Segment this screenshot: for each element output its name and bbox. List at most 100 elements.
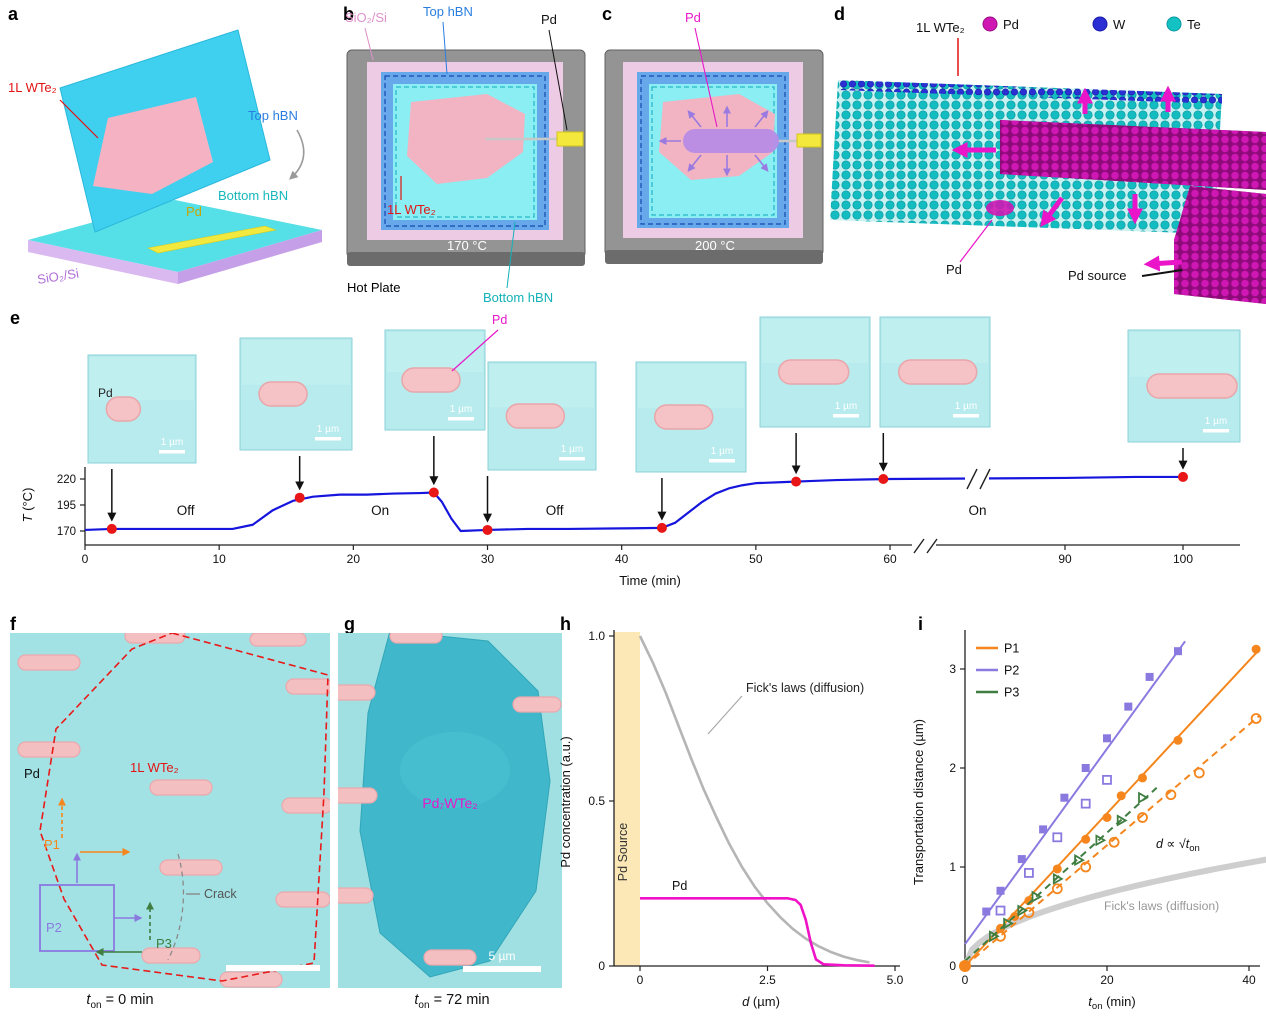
wte2-flake xyxy=(93,97,213,194)
scale-label: 1 µm xyxy=(711,446,733,457)
scale-bar xyxy=(448,417,474,421)
pd-label: Pd xyxy=(541,12,557,27)
pd-bar xyxy=(1146,373,1238,399)
sio2-label: SiO₂/Si xyxy=(345,10,387,25)
diffusion-guide-curve xyxy=(962,856,1266,969)
data-point xyxy=(1116,791,1126,801)
spreading-pd xyxy=(683,129,779,153)
inset-micrograph: 1 µm xyxy=(759,316,871,428)
data-point xyxy=(995,905,1006,916)
flake-outline xyxy=(39,633,329,982)
data-point xyxy=(989,930,1000,943)
wte2-leader-line xyxy=(59,99,99,139)
data-point xyxy=(1003,917,1014,930)
inset-micrograph: 1 µm xyxy=(635,361,747,473)
pd-bar xyxy=(897,359,978,385)
event-dot xyxy=(656,522,667,533)
pd-annotation: Pd xyxy=(672,879,687,893)
bottom-hbn-label: Bottom hBN xyxy=(483,290,553,305)
pd7wte2-label: Pd₇WTe₂ xyxy=(422,795,477,811)
data-point xyxy=(1024,896,1034,906)
temperature-curve xyxy=(84,475,1183,533)
event-dot xyxy=(106,523,117,534)
y-axis-title: Transportation distance (µm) xyxy=(911,719,926,885)
event-dot xyxy=(428,487,439,498)
scale-label: 1 µm xyxy=(955,401,977,412)
axis-break xyxy=(926,538,938,554)
micrograph-image: Pd₇WTe₂ 5 µm xyxy=(338,633,562,988)
pd-label: Pd xyxy=(98,386,113,400)
crack-line xyxy=(167,853,185,961)
panel-letter-g: g xyxy=(344,614,355,634)
w-sphere-icon xyxy=(1092,16,1108,32)
scale-bar xyxy=(559,457,585,461)
data-point xyxy=(995,930,1006,942)
pd-bar xyxy=(401,367,461,393)
panel-a-schematic: 1L WTe₂ Top hBN Pd Bottom hBN SiO₂/Si xyxy=(8,29,322,287)
w-atoms xyxy=(838,80,1222,104)
pd-source-label: Pd source xyxy=(1068,268,1127,283)
inset-micrograph: 1 µm xyxy=(487,361,597,471)
panel-letter-i: i xyxy=(918,614,924,634)
y-axis-title: T (°C) xyxy=(20,488,35,523)
data-point xyxy=(1116,814,1128,827)
x-tick-label: 30 xyxy=(481,552,495,566)
axis-break xyxy=(913,538,925,554)
x-tick-label: 50 xyxy=(749,552,763,566)
scale-bar xyxy=(833,414,859,418)
data-point xyxy=(1039,825,1048,834)
micrograph-image: Pd 1L WTe₂ P1 P2 P3 Crack xyxy=(10,633,330,988)
scale-bar xyxy=(709,459,735,463)
x-tick-label: 10 xyxy=(212,552,226,566)
panel-g-micrograph: Pd₇WTe₂ 5 µm xyxy=(338,633,562,988)
pd-electrodes xyxy=(17,633,330,988)
data-point xyxy=(1080,798,1091,809)
scale-label: 5 µm xyxy=(489,949,516,963)
legend-te-label: Te xyxy=(1187,17,1201,32)
data-point xyxy=(1095,834,1107,847)
panel-b-schematic: SiO₂/Si Top hBN Pd 1L WTe₂ 170 °C Hot Pl… xyxy=(345,4,586,305)
pd-source-region xyxy=(1174,186,1266,304)
scale-bar xyxy=(953,414,979,418)
wte2-label: 1L WTe₂ xyxy=(8,80,57,95)
pd-label: Pd xyxy=(685,10,701,25)
panel-letter-c: c xyxy=(602,4,613,24)
data-point xyxy=(1051,883,1063,895)
data-point xyxy=(1138,773,1147,783)
origin-marker xyxy=(959,960,971,972)
phase-label: On xyxy=(968,503,986,518)
fick-annotation: Fick's laws (diffusion) xyxy=(1104,899,1219,913)
phase-label: On xyxy=(371,503,389,518)
event-dot xyxy=(791,476,802,487)
transport-arrows xyxy=(951,85,1183,272)
x-axis-title: ton (min) xyxy=(1088,994,1135,1012)
y-tick-label: 220 xyxy=(57,474,76,486)
phase-label: Off xyxy=(546,503,564,518)
data-point xyxy=(996,886,1005,895)
pd-bar xyxy=(777,359,850,385)
x-tick-label: 20 xyxy=(347,552,361,566)
top-hbn-label: Top hBN xyxy=(248,108,298,123)
data-point xyxy=(1081,764,1090,772)
scale-label: 1 µm xyxy=(1205,416,1227,427)
panel-letter-a: a xyxy=(8,4,19,24)
panel-letter-e: e xyxy=(10,308,21,328)
x-tick-label: 5.0 xyxy=(887,973,904,987)
panel-letter-b: b xyxy=(343,4,354,24)
panel-letter-h: h xyxy=(560,614,571,634)
data-point xyxy=(1080,861,1092,873)
x-axis-title: Time (min) xyxy=(619,573,681,588)
event-dot xyxy=(1178,471,1188,482)
data-point xyxy=(1074,854,1085,867)
y-tick-label: 170 xyxy=(57,526,76,538)
curve xyxy=(640,897,875,967)
data-point xyxy=(1251,644,1261,654)
x-axis-title: d (µm) xyxy=(742,994,780,1009)
data-point xyxy=(1102,813,1112,822)
wte2-label: 1L WTe₂ xyxy=(387,202,436,217)
